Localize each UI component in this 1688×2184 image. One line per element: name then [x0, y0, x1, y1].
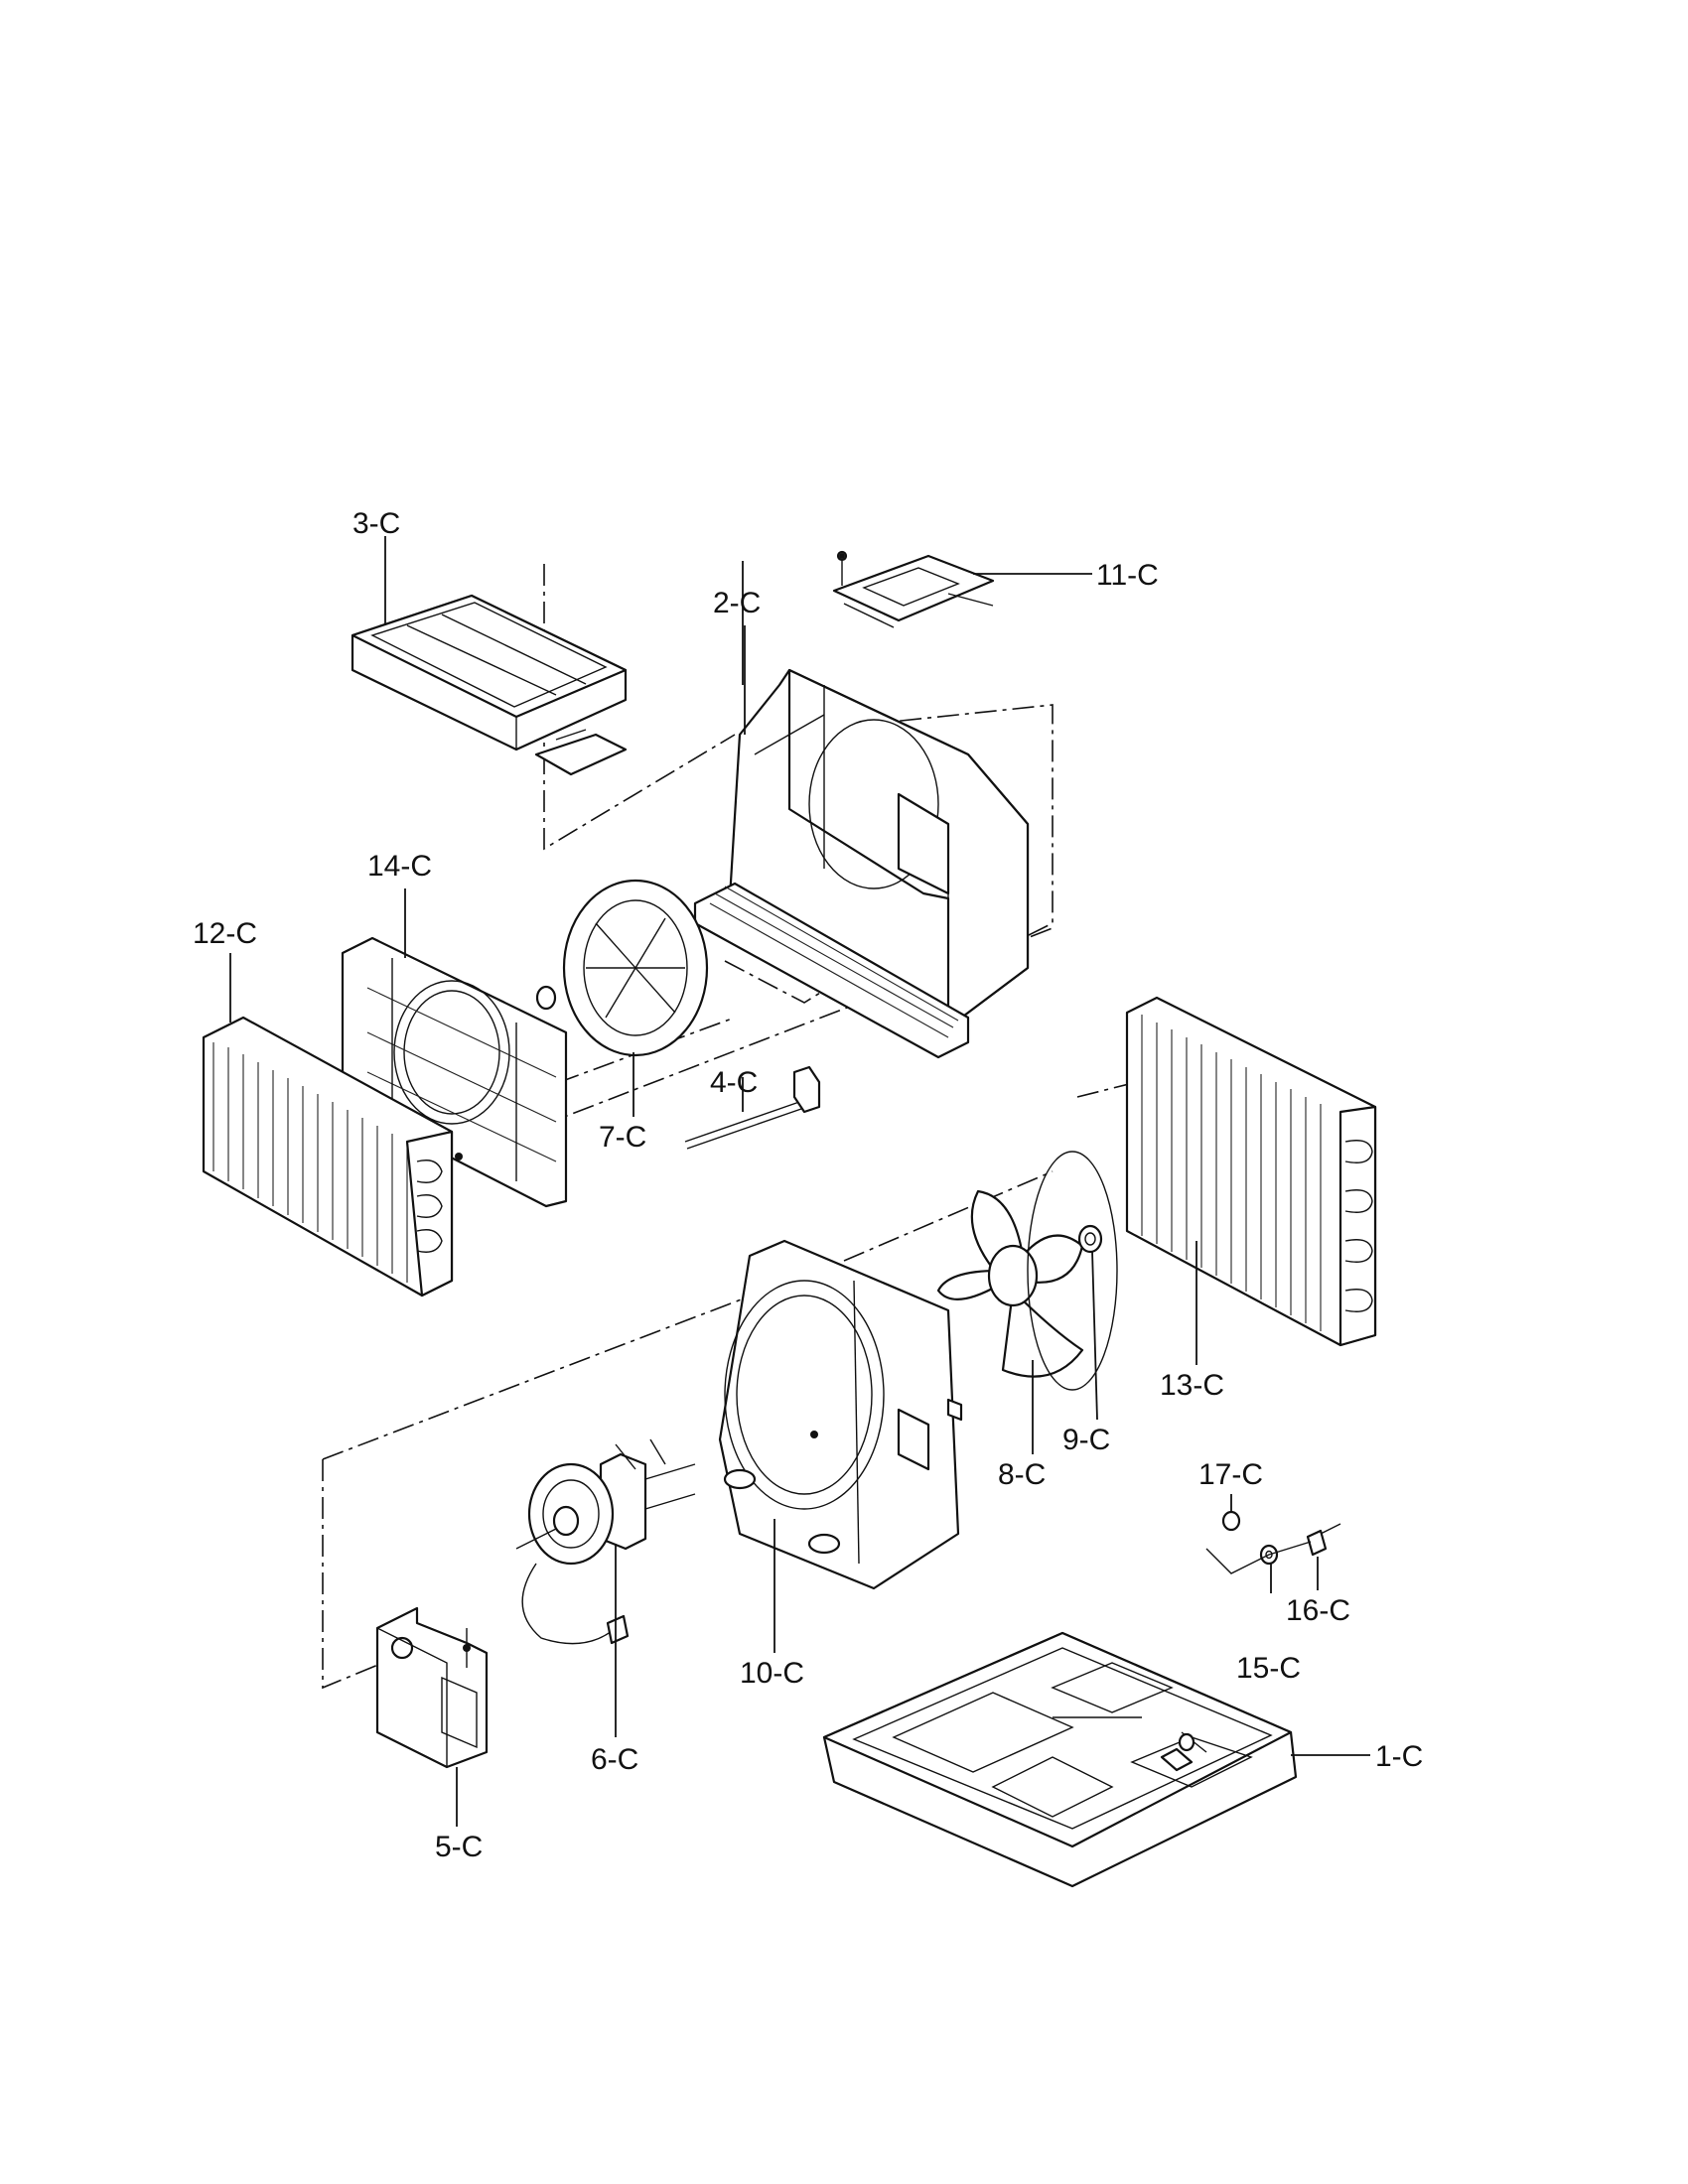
part-12-evaporator-coil[interactable]: [202, 1016, 454, 1297]
part-11-bracket[interactable]: [832, 550, 995, 628]
callout-labels: 3-C 11-C 2-C 14-C 12-C 4-C 7-C 13-C 9-C …: [193, 507, 1423, 1863]
part-6-fan-motor[interactable]: [515, 1438, 696, 1645]
part-7-blower-wheel[interactable]: [535, 879, 709, 1057]
callout-16: 16-C: [1286, 1594, 1350, 1627]
callout-5: 5-C: [435, 1831, 483, 1863]
part-5-motor-bracket[interactable]: [375, 1606, 489, 1769]
callout-15: 15-C: [1236, 1652, 1301, 1685]
callout-12: 12-C: [193, 917, 257, 950]
callout-10: 10-C: [740, 1657, 804, 1690]
callout-17: 17-C: [1198, 1458, 1263, 1491]
part-4-sensor-rod[interactable]: [684, 1065, 821, 1150]
part-1-base-pan[interactable]: [822, 1631, 1298, 1888]
part-9-clip[interactable]: [1077, 1224, 1103, 1254]
part-3-filter-box[interactable]: [351, 594, 628, 776]
part-16-drain-fitting[interactable]: [1306, 1523, 1341, 1557]
hardware-guide-lines: [1205, 1541, 1312, 1574]
callout-3: 3-C: [352, 507, 400, 540]
callout-11: 11-C: [1096, 559, 1159, 592]
callout-2: 2-C: [713, 587, 761, 619]
part-17-cap[interactable]: [1221, 1510, 1241, 1532]
callout-7: 7-C: [599, 1121, 646, 1154]
callout-4: 4-C: [710, 1066, 758, 1099]
part-8-fan-blade[interactable]: [936, 1151, 1118, 1391]
part-14-shroud[interactable]: [341, 936, 568, 1208]
screw-fasteners: [455, 553, 845, 1652]
part-2-housing[interactable]: [693, 668, 1030, 1059]
part-10-fan-shroud[interactable]: [718, 1239, 963, 1590]
callout-1: 1-C: [1375, 1740, 1423, 1773]
callout-14: 14-C: [367, 850, 432, 883]
callout-8: 8-C: [998, 1458, 1046, 1491]
callout-13: 13-C: [1160, 1369, 1224, 1402]
part-13-condenser-coil[interactable]: [1125, 996, 1377, 1347]
leader-lines: [229, 536, 1370, 1827]
callout-9: 9-C: [1062, 1424, 1110, 1456]
callout-6: 6-C: [591, 1743, 638, 1776]
